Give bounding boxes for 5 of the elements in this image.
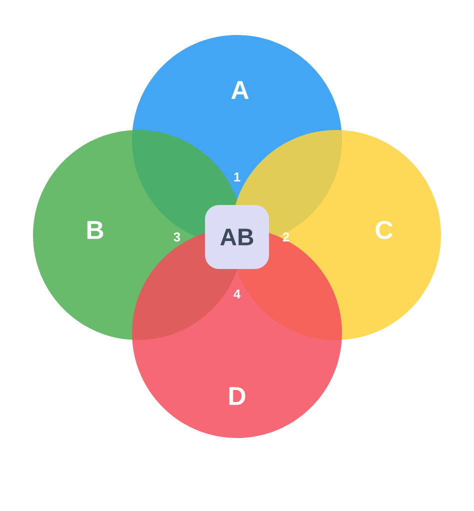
region-number: 4 — [234, 290, 241, 298]
region-number: 1 — [234, 172, 240, 182]
region-number: 2 — [282, 232, 290, 242]
center-region: AB — [205, 205, 269, 269]
region-number: 3 — [174, 232, 180, 242]
